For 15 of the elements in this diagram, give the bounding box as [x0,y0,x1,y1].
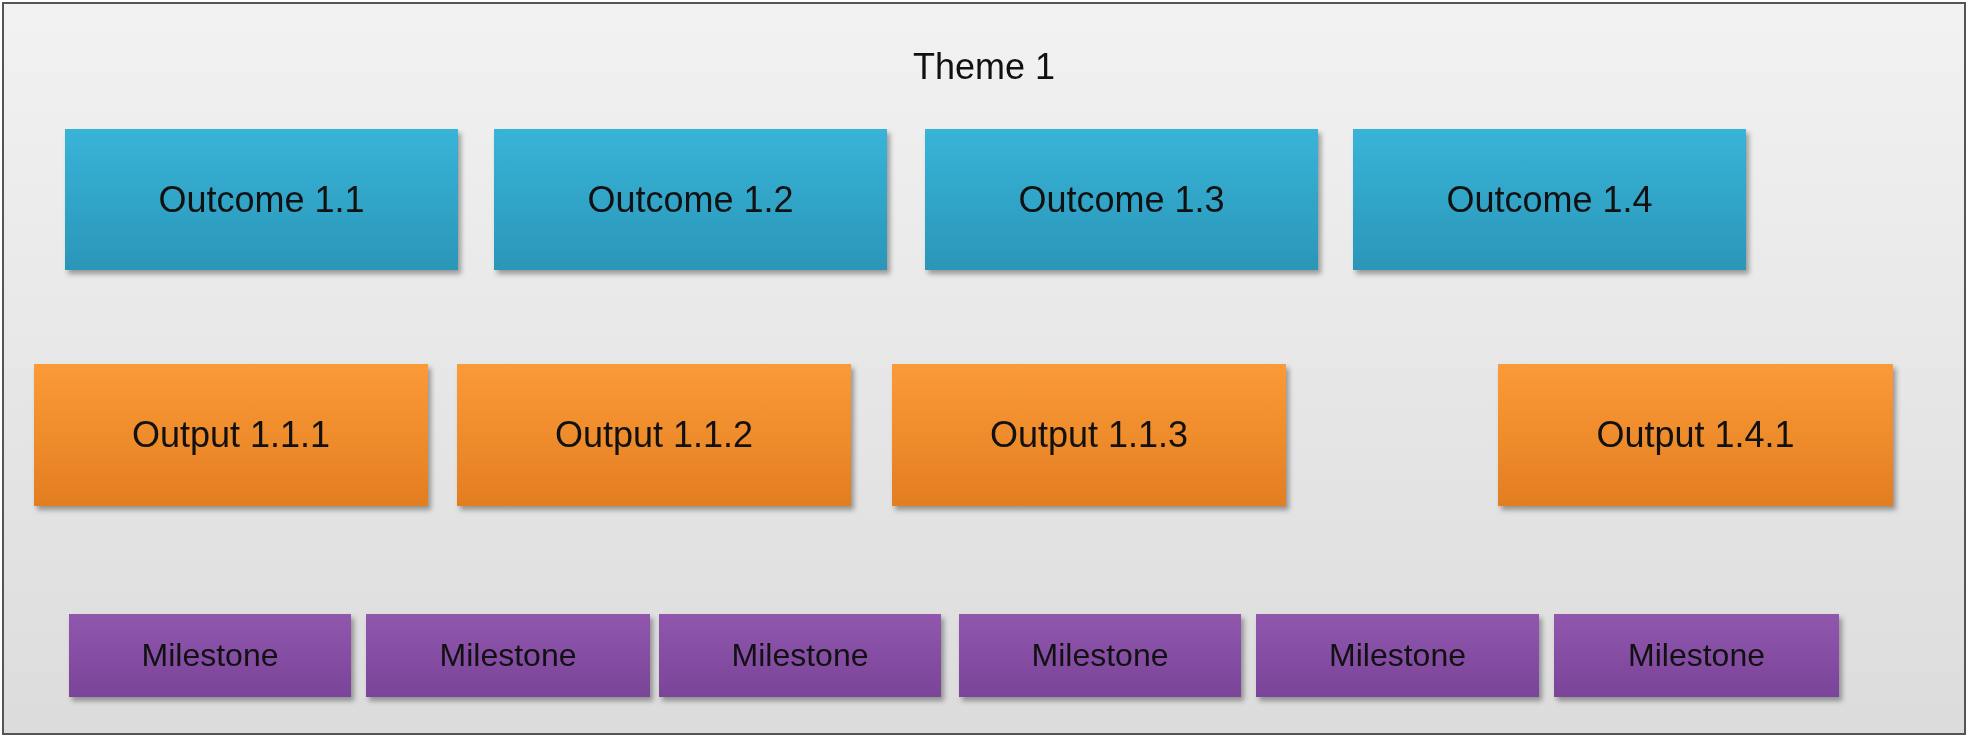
outcome-box: Outcome 1.3 [925,129,1318,270]
output-box: Output 1.4.1 [1498,364,1893,506]
milestone-box: Milestone [1256,614,1539,697]
milestone-box: Milestone [659,614,941,697]
milestone-box: Milestone [69,614,351,697]
milestone-box: Milestone [366,614,650,697]
panel-title: Theme 1 [911,46,1057,88]
output-box: Output 1.1.1 [34,364,428,506]
outcome-box: Outcome 1.1 [65,129,458,270]
outcome-box: Outcome 1.4 [1353,129,1746,270]
output-box: Output 1.1.2 [457,364,851,506]
milestone-box: Milestone [1554,614,1839,697]
output-box: Output 1.1.3 [892,364,1286,506]
milestone-box: Milestone [959,614,1241,697]
outcome-box: Outcome 1.2 [494,129,887,270]
